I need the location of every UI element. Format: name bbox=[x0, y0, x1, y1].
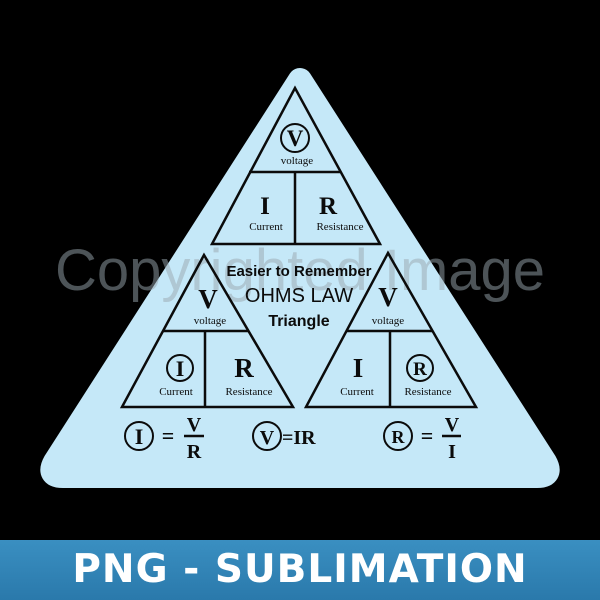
left-v-symbol: V bbox=[198, 284, 218, 314]
top-i-label: Current bbox=[249, 221, 283, 233]
right-v-symbol: V bbox=[378, 282, 398, 312]
right-i-label: Current bbox=[340, 386, 374, 398]
center-text-line1: Easier to Remember bbox=[226, 263, 371, 280]
formula-r-equals: = bbox=[421, 423, 434, 448]
top-i-symbol: I bbox=[260, 193, 270, 220]
top-r-symbol: R bbox=[319, 193, 338, 220]
right-i-symbol: I bbox=[353, 353, 364, 383]
formula-r-symbol: R bbox=[392, 427, 406, 447]
left-v-label: voltage bbox=[194, 315, 226, 327]
left-i-label: Current bbox=[159, 386, 193, 398]
right-r-label: Resistance bbox=[404, 386, 451, 398]
right-r-circle-icon bbox=[406, 354, 434, 382]
top-v-label: voltage bbox=[281, 155, 313, 167]
center-text-line3: Triangle bbox=[268, 313, 329, 330]
top-r-label: Resistance bbox=[316, 221, 363, 233]
left-r-label: Resistance bbox=[225, 386, 272, 398]
center-text-line2: OHMS LAW bbox=[245, 285, 353, 307]
banner-text: PNG - SUBLIMATION bbox=[72, 547, 528, 592]
watermark-text: Copyrighted Image bbox=[55, 238, 545, 303]
formula-i-denominator: R bbox=[187, 441, 202, 463]
right-r-symbol: R bbox=[413, 359, 427, 380]
top-v-circle-icon bbox=[280, 123, 310, 153]
ohms-law-diagram: Copyrighted Image V voltage I Current R … bbox=[40, 68, 560, 488]
formula-r-denominator: I bbox=[448, 441, 456, 463]
formula-i-symbol: I bbox=[135, 424, 144, 449]
card-background bbox=[40, 68, 560, 488]
left-r-symbol: R bbox=[234, 353, 254, 383]
formula-v-symbol: V bbox=[260, 427, 275, 449]
formula-i-equals: = bbox=[162, 423, 175, 448]
top-v-symbol: V bbox=[287, 126, 304, 151]
formula-r-circle-icon bbox=[383, 421, 413, 451]
right-v-label: voltage bbox=[372, 315, 404, 327]
formula-v-circle-icon bbox=[252, 421, 282, 451]
formula-i-circle-icon bbox=[124, 421, 154, 451]
sublimation-banner: PNG - SUBLIMATION bbox=[0, 540, 600, 600]
formula-v-rhs: =IR bbox=[282, 427, 316, 449]
formula-r-numerator: V bbox=[445, 414, 460, 436]
left-i-circle-icon bbox=[166, 354, 194, 382]
left-i-symbol: I bbox=[176, 356, 185, 381]
formula-i-numerator: V bbox=[187, 414, 202, 436]
